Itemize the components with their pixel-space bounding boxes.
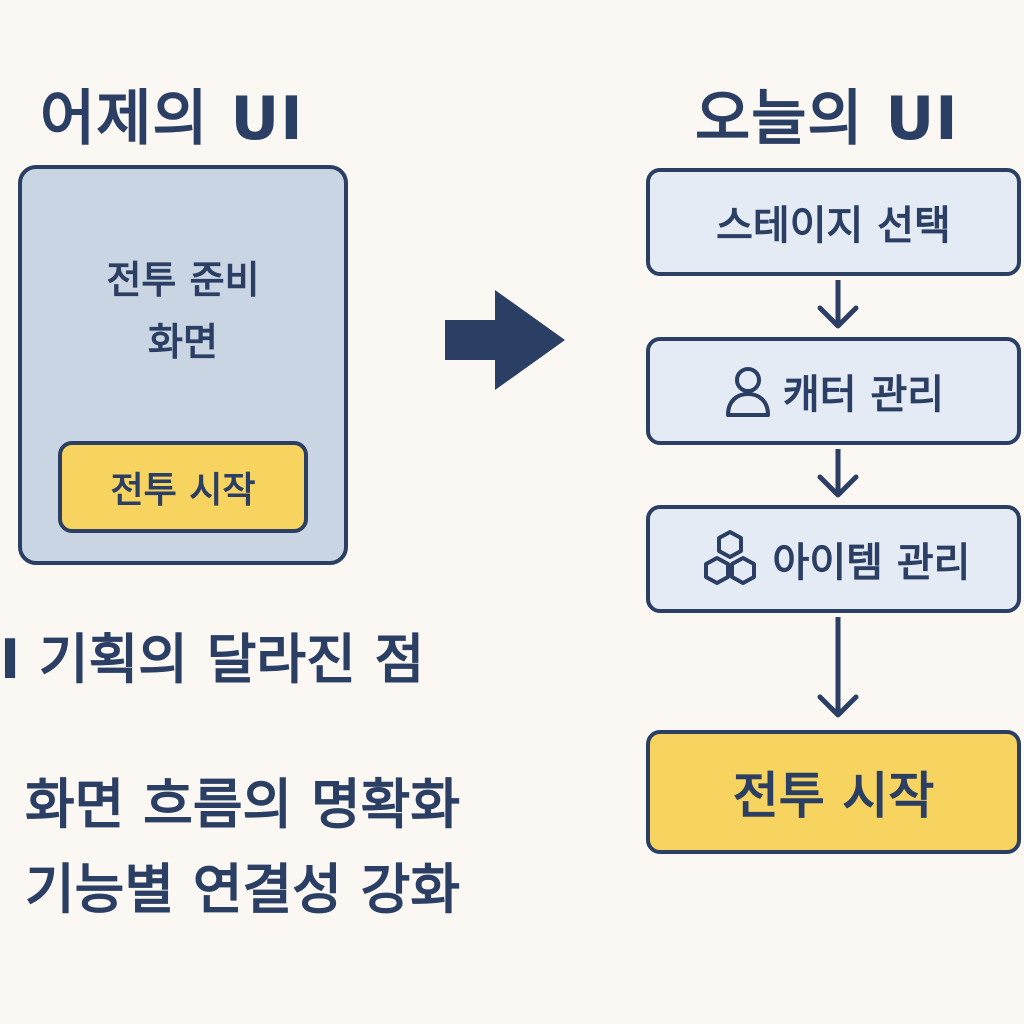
step-label: 캐터 관리 (782, 372, 945, 418)
step-label: 스테이지 선택 (716, 203, 951, 249)
change-item-2: 기능별 연결성 강화 (25, 858, 461, 921)
step-character-manage[interactable]: 캐터 관리 (646, 337, 1021, 445)
step-stage-select[interactable]: 스테이지 선택 (646, 168, 1021, 276)
old-ui-text-line1: 전투 준비 (106, 258, 260, 302)
old-ui-screen: 전투 준비 화면 전투 시작 (18, 165, 348, 565)
down-arrow-icon (817, 449, 859, 498)
hexagon-cluster-icon (697, 529, 763, 589)
old-ui-text-line2: 화면 (148, 320, 218, 364)
old-ui-screen-text: 전투 준비 화면 (22, 249, 344, 373)
down-arrow-icon (817, 280, 859, 329)
old-battle-start-button[interactable]: 전투 시작 (58, 441, 308, 533)
person-icon (723, 363, 773, 419)
step-label: 아이템 관리 (772, 540, 971, 586)
new-ui-title: 오늘의 UI (695, 84, 959, 154)
step-label: 전투 시작 (732, 767, 935, 825)
down-arrow-icon (817, 617, 859, 718)
old-ui-title: 어제의 UI (40, 84, 304, 154)
step-item-manage[interactable]: 아이템 관리 (646, 505, 1021, 613)
change-item-1: 화면 흐름의 명확화 (25, 773, 461, 836)
changes-heading: I 기획의 달라진 점 (0, 628, 425, 691)
step-battle-start-button[interactable]: 전투 시작 (646, 730, 1021, 854)
right-arrow-icon (445, 290, 565, 390)
